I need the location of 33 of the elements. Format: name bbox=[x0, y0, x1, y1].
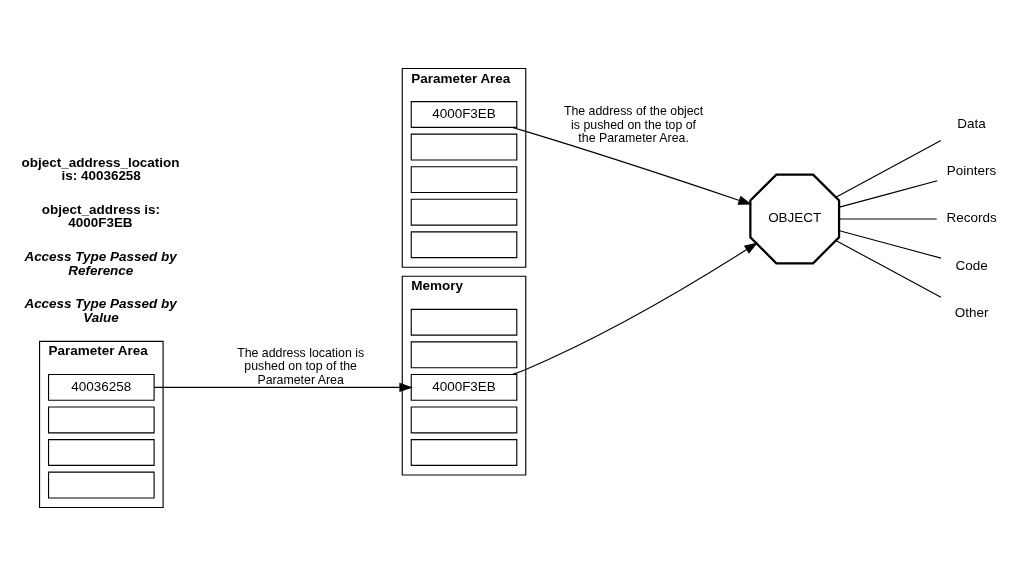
connector bbox=[838, 218, 938, 220]
node-box bbox=[48, 406, 155, 434]
node-text: Code bbox=[955, 257, 988, 273]
edge-label: The address location is pushed on top of the Parameter Area bbox=[237, 345, 365, 387]
node-box bbox=[410, 341, 518, 369]
arrow bbox=[511, 126, 752, 205]
node-box bbox=[410, 231, 518, 259]
node-box: 4000F3EB bbox=[410, 373, 518, 401]
node-box bbox=[410, 166, 518, 194]
label: Access Type Passed by Value bbox=[24, 296, 177, 325]
arrow bbox=[512, 242, 758, 375]
node-text: Pointers bbox=[946, 163, 997, 179]
node-box bbox=[410, 439, 518, 466]
node-box: 4000F3EB bbox=[410, 101, 518, 128]
label: Access Type Passed by Reference bbox=[24, 249, 177, 278]
node-box bbox=[410, 308, 518, 336]
node-text: Data bbox=[957, 116, 986, 132]
label: object_address is: 4000F3EB bbox=[41, 202, 161, 231]
node-text: Other bbox=[954, 304, 989, 320]
node-box bbox=[48, 439, 155, 466]
connector bbox=[835, 240, 942, 298]
node-box bbox=[48, 471, 155, 499]
node-box bbox=[410, 406, 518, 434]
connector bbox=[838, 180, 938, 208]
label: object_address_location is: 40036258 bbox=[21, 154, 180, 184]
node-box bbox=[410, 198, 518, 226]
connector bbox=[835, 140, 942, 198]
node-box bbox=[410, 133, 518, 161]
connector bbox=[838, 230, 942, 259]
edge-label: The address of the object is pushed on the top of the Parameter Area. bbox=[563, 104, 704, 146]
node-text: Records bbox=[946, 210, 997, 226]
arrow bbox=[153, 382, 413, 393]
node-box: 40036258 bbox=[48, 373, 155, 401]
